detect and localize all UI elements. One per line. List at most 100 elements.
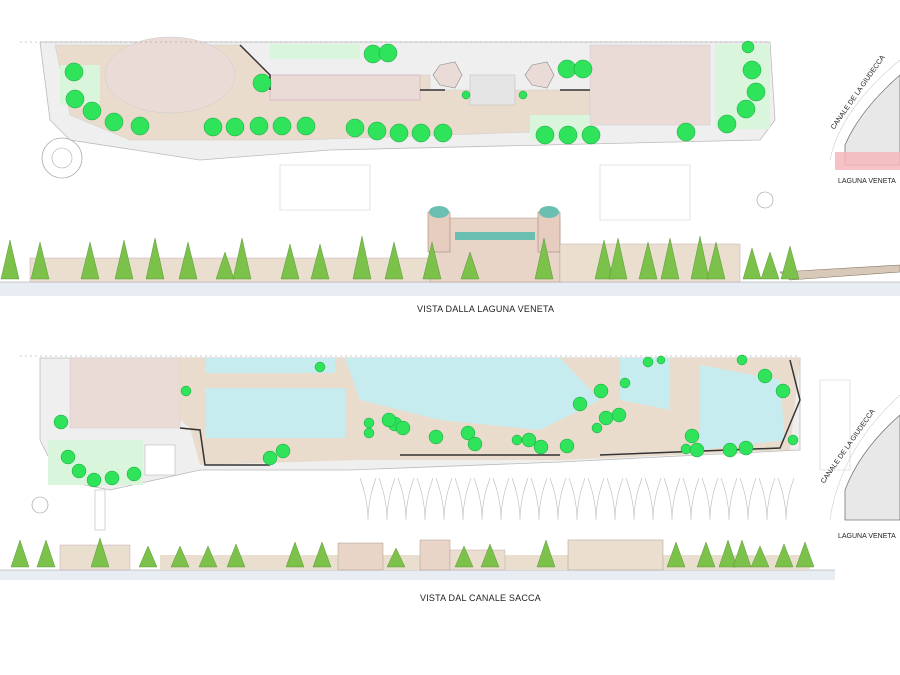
tree-icon	[280, 243, 300, 280]
tree-icon	[10, 539, 30, 568]
tree-icon	[104, 112, 124, 132]
tree-icon	[411, 123, 431, 143]
tree-icon	[557, 59, 577, 79]
tree-icon	[593, 383, 609, 399]
tree-icon	[460, 251, 480, 280]
tree-icon	[363, 417, 375, 429]
tree-icon	[104, 470, 120, 486]
bottom-key-map-lagoon-label: LAGUNA VENETA	[838, 533, 896, 540]
tree-icon	[559, 438, 575, 454]
tree-icon	[80, 241, 100, 280]
tree-icon	[757, 368, 773, 384]
tree-icon	[64, 62, 84, 82]
tree-icon	[352, 235, 372, 280]
tree-icon	[611, 407, 627, 423]
tree-icon	[460, 425, 476, 441]
top-elevation	[0, 206, 900, 296]
tree-icon	[180, 385, 192, 397]
tree-icon	[0, 239, 20, 280]
tree-icon	[126, 466, 142, 482]
tree-icon	[226, 543, 246, 568]
tree-icon	[310, 243, 330, 280]
tree-icon	[732, 539, 752, 568]
tree-icon	[742, 247, 762, 280]
tree-icon	[86, 472, 102, 488]
tree-icon	[389, 123, 409, 143]
tree-icon	[384, 241, 404, 280]
tree-icon	[676, 122, 696, 142]
top-view-caption: VISTA DALLA LAGUNA VENETA	[417, 304, 555, 314]
tree-icon	[428, 429, 444, 445]
tree-icon	[378, 43, 398, 63]
tree-icon	[296, 116, 316, 136]
tree-icon	[746, 82, 766, 102]
bottom-elevation-trees	[10, 537, 815, 568]
tree-icon	[275, 443, 291, 459]
tree-icon	[232, 237, 252, 280]
tree-icon	[367, 121, 387, 141]
tree-icon	[736, 99, 756, 119]
tree-icon	[170, 545, 190, 568]
tree-icon	[36, 539, 56, 568]
tree-icon	[480, 543, 500, 568]
tree-icon	[666, 541, 686, 568]
tree-icon	[71, 463, 87, 479]
top-key-map	[829, 59, 900, 170]
tree-icon	[594, 239, 614, 280]
tree-icon	[252, 73, 272, 93]
tree-icon	[521, 432, 537, 448]
tree-icon	[638, 241, 658, 280]
tree-icon	[82, 101, 102, 121]
tree-icon	[787, 434, 799, 446]
tree-icon	[114, 239, 134, 280]
tree-icon	[718, 539, 738, 568]
tree-icon	[363, 427, 375, 439]
tree-icon	[741, 40, 755, 54]
tree-icon	[696, 541, 716, 568]
tree-icon	[53, 414, 69, 430]
tree-icon	[203, 117, 223, 137]
tree-icon	[285, 541, 305, 568]
tree-icon	[215, 251, 235, 280]
tree-icon	[598, 410, 614, 426]
tree-icon	[272, 116, 292, 136]
tree-icon	[65, 89, 85, 109]
tree-icon	[395, 420, 411, 436]
tree-icon	[780, 245, 800, 280]
tree-icon	[690, 235, 710, 280]
tree-icon	[90, 537, 110, 568]
tree-icon	[386, 547, 406, 568]
tree-icon	[433, 123, 453, 143]
tree-icon	[178, 241, 198, 280]
bottom-plan-trees	[53, 354, 799, 488]
tree-icon	[689, 442, 705, 458]
tree-icon	[656, 355, 666, 365]
tree-icon	[535, 125, 555, 145]
tree-icon	[581, 125, 601, 145]
tree-icon	[536, 539, 556, 568]
tree-icon	[381, 412, 397, 428]
tree-icon	[738, 440, 754, 456]
tree-icon	[533, 439, 549, 455]
tree-icon	[619, 377, 631, 389]
tree-icon	[795, 541, 815, 568]
tree-icon	[558, 125, 578, 145]
tree-icon	[345, 118, 365, 138]
tree-icon	[608, 237, 628, 280]
top-elevation-trees	[0, 235, 800, 280]
tree-icon	[312, 541, 332, 568]
tree-icon	[467, 436, 483, 452]
bottom-site-plan	[20, 355, 801, 531]
tree-icon	[262, 450, 278, 466]
tree-icon	[225, 117, 245, 137]
top-plan-trees	[64, 40, 766, 145]
tree-icon	[775, 383, 791, 399]
tree-icon	[138, 545, 158, 568]
tree-icon	[198, 545, 218, 568]
tree-icon	[461, 90, 471, 100]
tree-icon	[736, 354, 748, 366]
tree-icon	[660, 237, 680, 280]
bottom-view-caption: VISTA DAL CANALE SACCA	[420, 593, 541, 603]
tree-icon	[249, 116, 269, 136]
